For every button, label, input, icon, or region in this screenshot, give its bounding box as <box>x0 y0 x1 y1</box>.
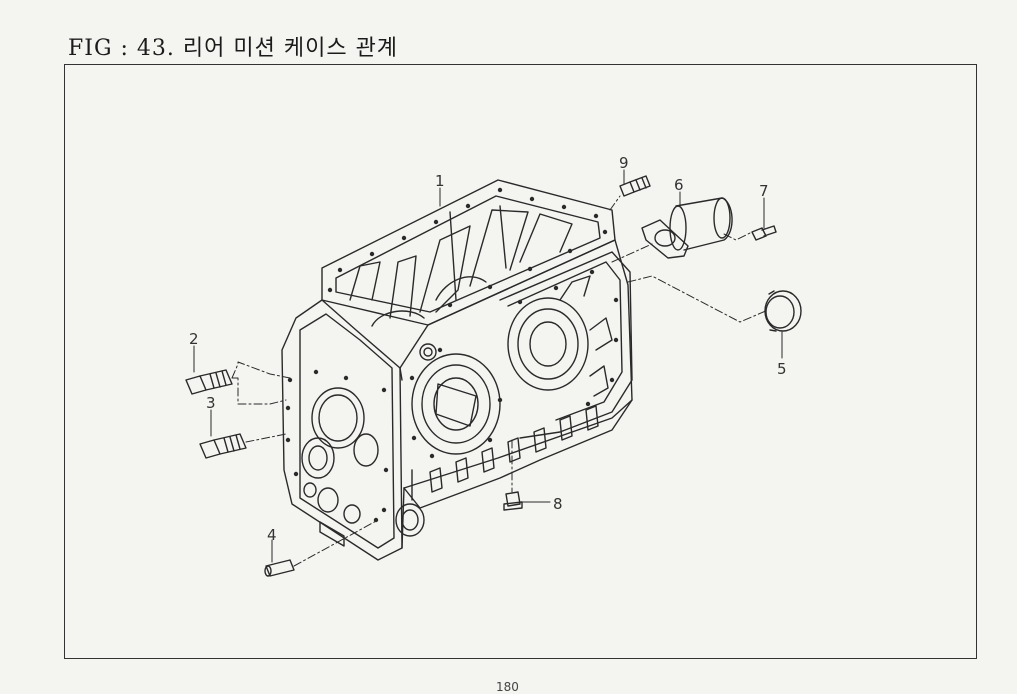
callout-5: 5 <box>777 360 787 378</box>
callout-1: 1 <box>435 172 445 190</box>
stud-bolt-2 <box>185 369 233 395</box>
stud-bolt-9 <box>619 175 651 197</box>
callout-2: 2 <box>189 330 199 348</box>
callout-6: 6 <box>674 176 684 194</box>
callout-4: 4 <box>267 526 277 544</box>
drain-plug-8 <box>503 491 523 511</box>
callout-7: 7 <box>759 182 769 200</box>
callout-8: 8 <box>553 495 563 513</box>
seal-ring-5 <box>764 290 802 332</box>
bolt-7 <box>751 225 777 241</box>
sleeve-cover-6 <box>641 197 733 259</box>
figure-title: FIG : 43. 리어 미션 케이스 관계 <box>68 36 399 61</box>
stud-bolt-3 <box>199 433 247 459</box>
callout-3: 3 <box>206 394 216 412</box>
rear-transmission-case <box>281 179 633 561</box>
leader-lines <box>193 169 783 567</box>
figure-frame <box>64 64 977 659</box>
page-number: 180 <box>496 680 519 694</box>
callout-9: 9 <box>619 154 629 172</box>
dowel-pin-4 <box>264 559 295 577</box>
